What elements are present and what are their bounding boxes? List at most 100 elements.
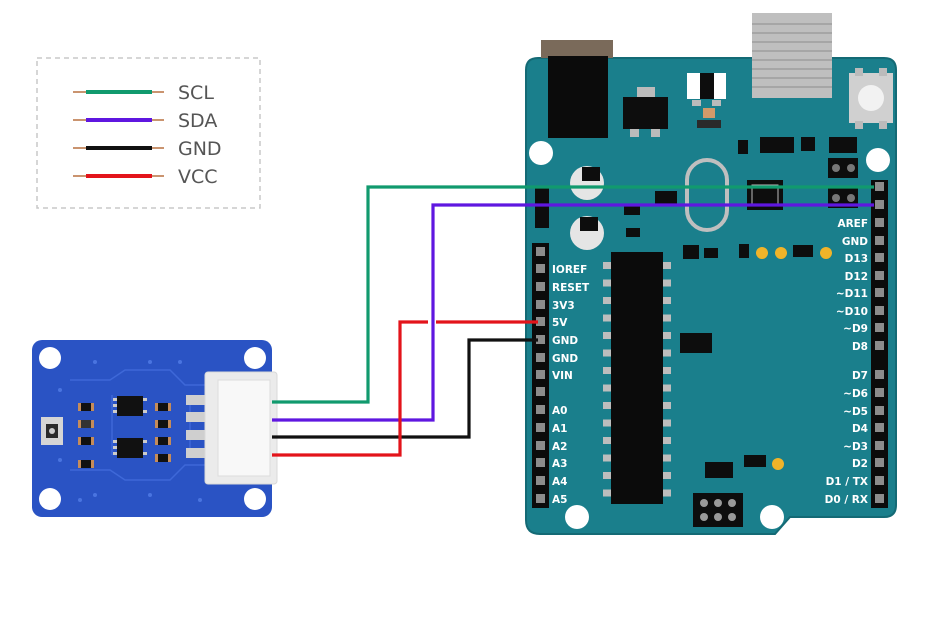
header-pin <box>875 370 884 379</box>
mount-hole <box>565 505 589 529</box>
wire-vcc <box>272 320 538 457</box>
header-pin <box>875 182 884 191</box>
header-pin <box>875 306 884 315</box>
reset-button <box>849 68 893 129</box>
chip-pin <box>603 437 611 444</box>
atmega-chip <box>603 252 671 504</box>
chip-pin <box>603 332 611 339</box>
power-jack <box>541 40 613 138</box>
header-pin <box>536 247 545 256</box>
chip-pin <box>603 402 611 409</box>
chip-pin <box>663 437 671 444</box>
pin-label: A5 <box>552 494 567 506</box>
chip-pin <box>603 349 611 357</box>
chip-pin <box>663 384 671 392</box>
chip-pin <box>663 297 671 304</box>
pin-label: A0 <box>552 405 567 417</box>
jst-connector <box>186 371 278 485</box>
chip-pin <box>663 419 671 427</box>
header-pin <box>875 218 884 227</box>
header-pin <box>875 236 884 245</box>
header-pin <box>875 458 884 467</box>
legend-label-scl: SCL <box>178 82 214 104</box>
pin-label: D1 / TX <box>826 476 868 488</box>
header-pin <box>536 353 545 362</box>
pin-label: D12 <box>845 271 868 283</box>
chip-pin <box>663 454 671 462</box>
chip-pin <box>603 314 611 322</box>
legend-label-vcc: VCC <box>178 166 218 188</box>
wire-gnd <box>272 338 538 439</box>
leds <box>705 244 832 478</box>
chip-pin <box>663 472 671 479</box>
header-pin <box>875 388 884 397</box>
header-pin <box>536 476 545 485</box>
pin-label: D7 <box>852 370 868 382</box>
chip-pin <box>663 332 671 339</box>
header-pin <box>536 458 545 467</box>
pin-label: D0 / RX <box>825 494 868 506</box>
mount-hole <box>866 148 890 172</box>
chip-pin <box>603 472 611 479</box>
legend-label-sda: SDA <box>178 110 217 132</box>
legend-label-gnd: GND <box>178 138 222 160</box>
chip-pin <box>603 419 611 427</box>
header-pin <box>875 406 884 415</box>
chip-pin <box>663 349 671 357</box>
mount-hole <box>760 505 784 529</box>
pin-label: D4 <box>852 423 868 435</box>
chip-pin <box>603 489 611 497</box>
chip-pin <box>603 262 611 269</box>
pin-label: GND <box>842 236 868 248</box>
crystal <box>680 333 712 353</box>
chip-pin <box>603 454 611 462</box>
chip-pin <box>603 384 611 392</box>
pin-label: A3 <box>552 458 567 470</box>
header-pin <box>536 370 545 379</box>
header-pin <box>536 494 545 503</box>
usb-connector <box>752 13 832 98</box>
header-pin <box>875 494 884 503</box>
header-pin <box>875 200 884 209</box>
header-pin <box>536 387 545 396</box>
pin-label: ~D10 <box>836 306 868 318</box>
chip-pin <box>663 367 671 374</box>
pin-label: D13 <box>845 253 868 265</box>
header-pin <box>536 441 545 450</box>
legend: SCL SDA GND VCC <box>36 57 261 209</box>
legend-frame <box>36 57 261 209</box>
chip-pin <box>663 489 671 497</box>
pin-label: GND <box>552 353 578 365</box>
pin-label: GND <box>552 335 578 347</box>
header-pin <box>536 317 545 326</box>
icsp-header <box>693 493 743 527</box>
header-pin <box>536 335 545 344</box>
header-pin <box>875 323 884 332</box>
top-components <box>535 73 858 259</box>
header-pin <box>875 253 884 262</box>
smd-parts <box>78 396 171 468</box>
pin-label: VIN <box>552 370 573 382</box>
chip-pin <box>663 314 671 322</box>
pin-label: 3V3 <box>552 300 575 312</box>
pin-label: ~D6 <box>843 388 868 400</box>
pin-label: ~D11 <box>836 288 868 300</box>
header-pin <box>536 423 545 432</box>
chip-pin <box>663 402 671 409</box>
header-pin <box>875 441 884 450</box>
sensor-module <box>32 340 278 517</box>
header-pin <box>875 423 884 432</box>
pin-label: D2 <box>852 458 868 470</box>
pin-label: IOREF <box>552 264 587 276</box>
mount-hole <box>529 141 553 165</box>
pin-label: 5V <box>552 317 568 329</box>
pin-label: ~D5 <box>843 406 868 418</box>
header-pin <box>875 271 884 280</box>
pin-label: A1 <box>552 423 567 435</box>
pin-label: ~D3 <box>843 441 868 453</box>
wires <box>272 185 874 457</box>
pin-label: RESET <box>552 282 590 294</box>
pin-label: ~D9 <box>843 323 868 335</box>
